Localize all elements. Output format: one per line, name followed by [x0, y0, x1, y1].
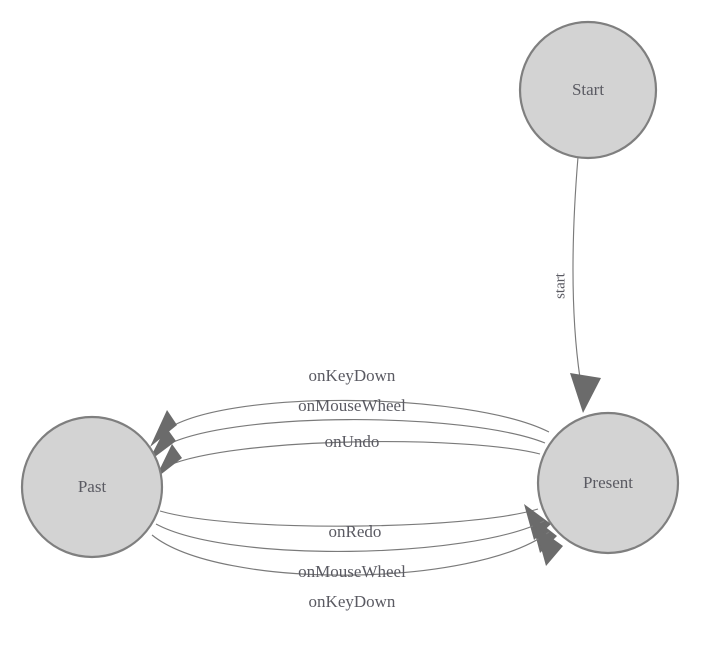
edge-label-past-to-present-onredo: onRedo: [329, 522, 382, 541]
edge-label-present-to-past-onkeydown: onKeyDown: [309, 366, 396, 385]
edge-past-to-present-onredo[interactable]: [159, 504, 551, 540]
edge-present-to-past-onmousewheel[interactable]: [148, 419, 546, 462]
edge-present-to-past-onundo[interactable]: [155, 441, 541, 479]
node-start-circle: [518, 20, 658, 160]
edge-present-to-past-onkeydown-path: [162, 399, 550, 433]
edge-past-to-present-onkeydown[interactable]: [151, 526, 563, 576]
edge-start-to-present[interactable]: [570, 156, 601, 413]
edge-present-to-past-onmousewheel-path: [160, 419, 546, 449]
edge-present-to-past-onmousewheel-arrowhead: [148, 427, 176, 462]
edge-start-to-present-path: [572, 156, 581, 379]
node-present-circle: [536, 411, 680, 555]
edge-label-past-to-present-onkeydown: onKeyDown: [309, 592, 396, 611]
edge-label-past-to-present-onmousewheel: onMouseWheel: [298, 562, 406, 581]
edge-present-to-past-onkeydown-arrowhead: [150, 410, 177, 447]
edge-past-to-present-onkeydown-arrowhead: [535, 526, 563, 566]
node-start[interactable]: Start: [518, 20, 658, 160]
edge-past-to-present-onkeydown-path: [151, 531, 550, 576]
node-past-circle: [20, 415, 164, 559]
edge-past-to-present-onredo-path: [159, 508, 539, 527]
edge-present-to-past-onundo-path: [166, 441, 541, 467]
edge-label-present-to-past-onmousewheel: onMouseWheel: [298, 396, 406, 415]
node-present[interactable]: Present: [536, 411, 680, 555]
edge-start-to-present-arrowhead: [570, 373, 601, 413]
edge-past-to-present-onmousewheel-path: [155, 520, 545, 553]
node-past[interactable]: Past: [20, 415, 164, 559]
edge-present-to-past-onundo-arrowhead: [155, 444, 182, 479]
edge-present-to-past-onkeydown[interactable]: [150, 399, 550, 447]
edge-label-start: start: [552, 272, 568, 299]
